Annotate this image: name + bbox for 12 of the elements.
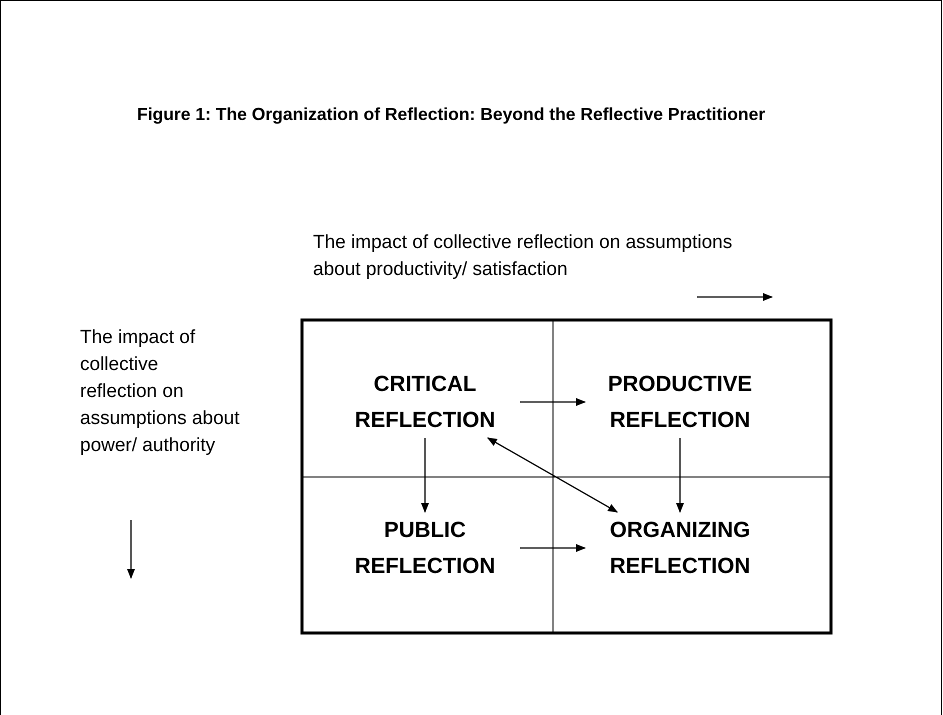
quadrant-label: PRODUCTIVE REFLECTION <box>585 366 775 438</box>
quadrant-label: ORGANIZING REFLECTION <box>585 512 775 584</box>
arrow <box>421 438 429 513</box>
figure-title: Figure 1: The Organization of Reflection: Beyond the Reflective Practitioner <box>137 104 766 125</box>
arrow <box>520 544 586 552</box>
arrow <box>487 437 618 513</box>
arrow <box>676 438 684 513</box>
arrow <box>520 398 586 406</box>
quadrant-label: PUBLIC REFLECTION <box>330 512 520 584</box>
axis-label: The impact of collective reflection on assumptions about productivity/ satisfaction <box>313 231 734 282</box>
quadrant-label: CRITICAL REFLECTION <box>330 366 520 438</box>
axis-label: The impact of collective reflection on assumptions about power/ authority <box>80 326 240 458</box>
